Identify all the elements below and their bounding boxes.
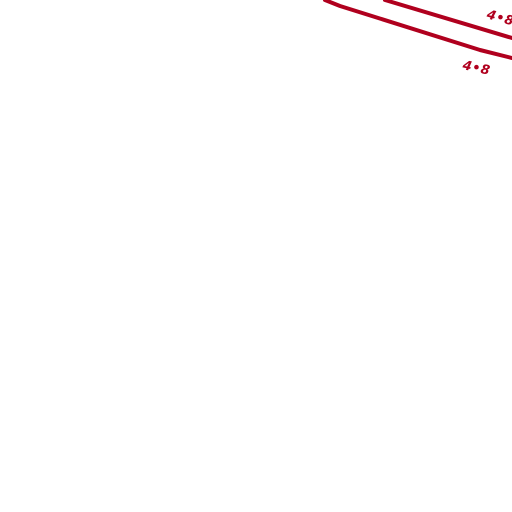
road-label-upper: 4•8 — [484, 7, 512, 29]
road-upper[interactable] — [383, 0, 512, 40]
road-label-lower: 4•8 — [460, 58, 491, 79]
road-lower[interactable] — [323, 0, 512, 60]
